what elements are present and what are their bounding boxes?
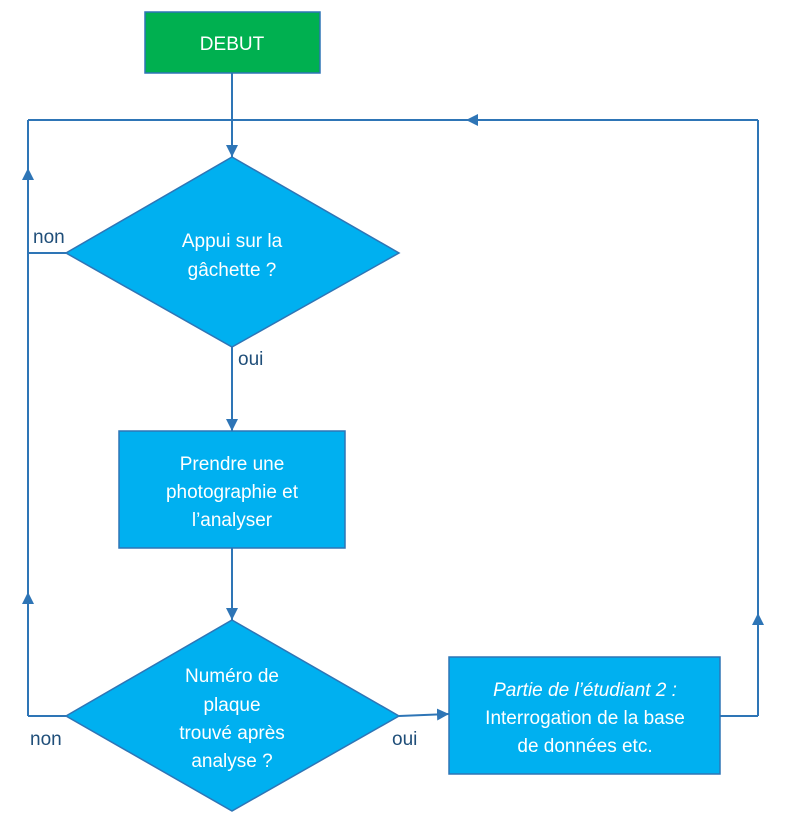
decision1-no-label: non xyxy=(33,227,65,248)
decision1-line-1: Appui sur la xyxy=(182,231,283,252)
process1-line-3: l’analyser xyxy=(192,510,273,531)
process2-box xyxy=(448,656,721,775)
decision1-line-2: gâchette ? xyxy=(188,260,277,281)
process2-node: Partie de l’étudiant 2 : Interrogation d… xyxy=(448,656,721,775)
connector-decision2-yes xyxy=(398,708,450,721)
decision2-line-3: trouvé après xyxy=(179,723,285,744)
decision1-diamond xyxy=(64,156,401,348)
decision2-line-1: Numéro de xyxy=(185,666,279,687)
start-node: DEBUT xyxy=(144,11,321,74)
process2-line-1: Partie de l’étudiant 2 : xyxy=(493,680,677,701)
process2-line-2: Interrogation de la base xyxy=(485,708,685,729)
process1-line-2: photographie et xyxy=(166,482,299,503)
process1-node: Prendre une photographie et l’analyser xyxy=(118,430,346,549)
process1-box xyxy=(118,430,346,549)
start-label: DEBUT xyxy=(200,34,265,55)
decision2-diamond xyxy=(64,619,401,812)
decision2-line-2: plaque xyxy=(203,695,260,716)
process1-line-1: Prendre une xyxy=(180,454,285,475)
decision1-yes-label: oui xyxy=(238,349,263,370)
decision2-yes-label: oui xyxy=(392,729,417,750)
process2-line-3: de données etc. xyxy=(517,736,652,757)
decision2-no-label: non xyxy=(30,729,62,750)
decision2-node: Numéro de plaque trouvé après analyse ? xyxy=(64,619,401,812)
start-box xyxy=(144,11,321,74)
decision2-line-4: analyse ? xyxy=(191,751,272,772)
decision1-node: Appui sur la gâchette ? xyxy=(64,156,401,348)
